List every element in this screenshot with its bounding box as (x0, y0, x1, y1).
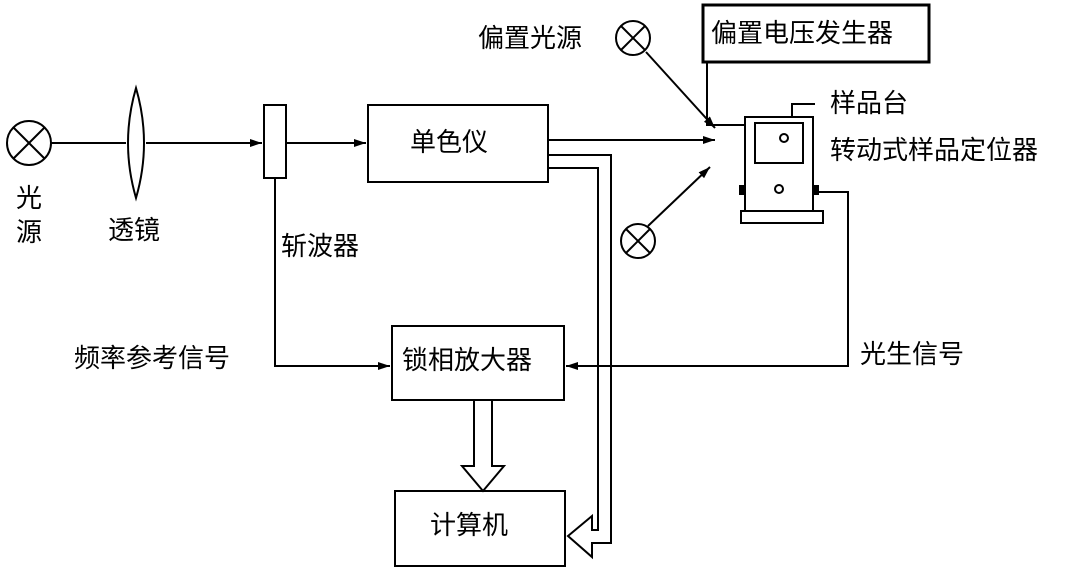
lens-icon (127, 84, 145, 202)
bias-light-lower-icon (620, 223, 656, 259)
bias-light-label: 偏置光源 (478, 24, 583, 54)
sample-stage-label: 样品台 (830, 89, 909, 119)
sample-positioner-icon (739, 103, 824, 224)
chopper-label: 斩波器 (281, 232, 360, 262)
rotary-positioner-label: 转动式样品定位器 (830, 136, 1039, 166)
beam-bias-lower (647, 166, 711, 227)
mono-computer-link (548, 154, 612, 560)
bias-light-icon (615, 20, 651, 56)
lockin-label: 锁相放大器 (402, 346, 533, 376)
freq-ref-label: 频率参考信号 (74, 344, 231, 374)
computer-box (394, 490, 566, 567)
bias-voltage-label: 偏置电压发生器 (711, 19, 894, 49)
chopper-icon (263, 104, 287, 179)
photo-signal-line (566, 191, 849, 370)
monochromator-box (367, 104, 549, 183)
lens-label: 透镜 (108, 216, 161, 246)
freq-ref-line (274, 178, 390, 370)
beam-bias-top (645, 51, 716, 129)
bias-voltage-wire (706, 62, 745, 126)
lockin-box (391, 325, 565, 401)
bias-voltage-box (701, 3, 931, 64)
light-source-icon (6, 120, 52, 166)
photo-signal-label: 光生信号 (860, 340, 965, 370)
computer-label: 计算机 (430, 511, 509, 541)
light-source-label: 光源 (16, 184, 43, 248)
lockin-computer-arrow (459, 400, 507, 493)
monochromator-label: 单色仪 (410, 128, 489, 158)
